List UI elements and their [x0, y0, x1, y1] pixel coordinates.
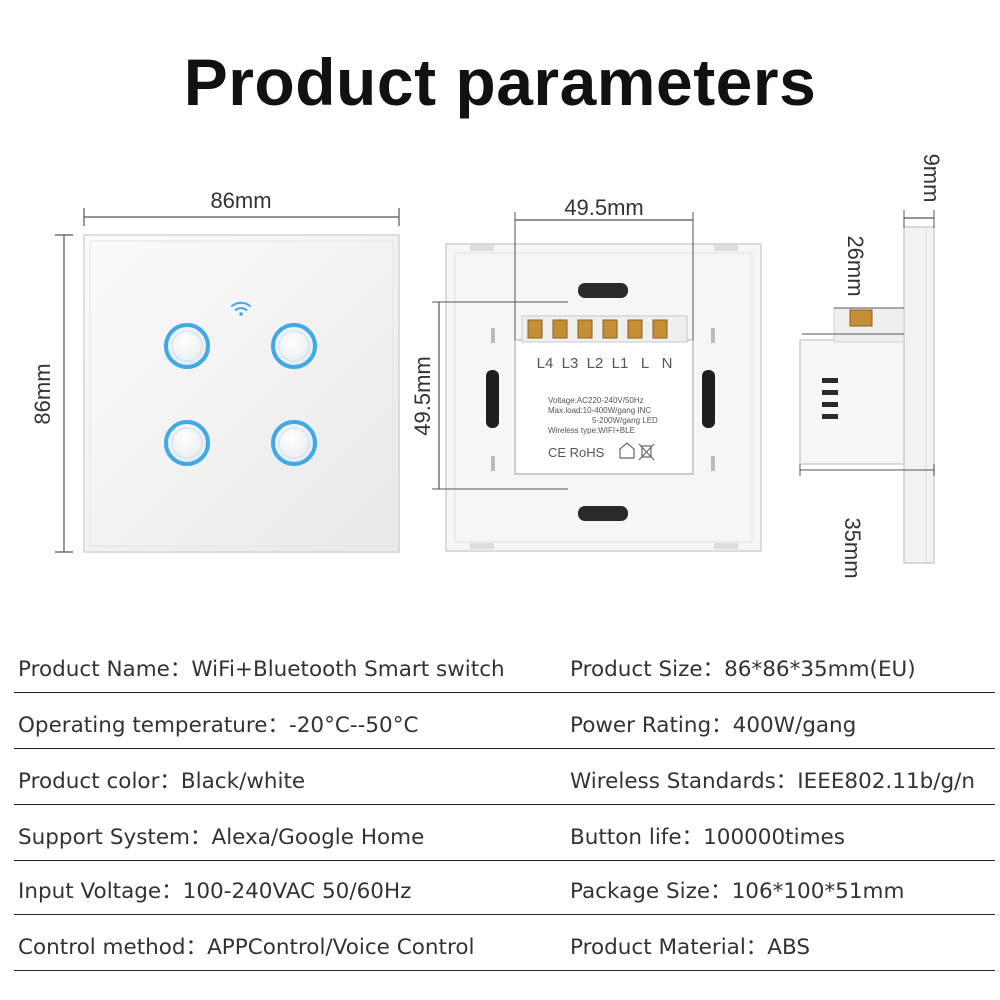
back-view: L4 L3 L2 L1 L N Voltage:AC220-240V/50Hz … — [410, 195, 762, 552]
spec-support-system: Support System：Alexa/Google Home — [18, 825, 425, 850]
side-view: 9mm 26mm 35mm — [799, 154, 944, 579]
touch-button-3 — [164, 420, 210, 466]
touch-button-2 — [271, 323, 317, 369]
side-depth-total-label: 35mm — [840, 517, 865, 578]
spec-row: Product Name：WiFi+Bluetooth Smart switch… — [14, 638, 995, 693]
module-spec-line: Wireless type:WIFI+BLE — [548, 426, 635, 435]
terminal-label: L — [641, 355, 649, 372]
wifi-icon — [231, 301, 251, 316]
spec-product-size: Product Size：86*86*35mm(EU) — [570, 657, 916, 682]
back-height-label: 49.5mm — [410, 356, 435, 435]
front-view: 86mm 86mm — [30, 188, 400, 553]
switch-panel — [83, 234, 400, 553]
touch-button-1 — [164, 323, 210, 369]
spec-row: Product color：Black/white Wireless Stand… — [14, 750, 995, 805]
front-height-label: 86mm — [30, 363, 55, 424]
side-depth-mid-label: 26mm — [843, 235, 868, 296]
module-spec-line: Max.load:10-400W/gang INC — [548, 406, 651, 415]
product-diagram: 86mm 86mm — [30, 154, 944, 579]
terminal-label: L4 — [537, 355, 554, 372]
back-width-label: 49.5mm — [564, 195, 643, 220]
front-width-label: 86mm — [210, 188, 271, 213]
spec-row: Operating temperature：-20°C--50°C Power … — [14, 694, 995, 749]
spec-row: Support System：Alexa/Google Home Button … — [14, 806, 995, 861]
terminal-label: L2 — [587, 355, 604, 372]
terminal-screws — [521, 315, 688, 343]
cert-marks: CE RoHS — [548, 445, 605, 460]
spec-power-rating: Power Rating：400W/gang — [570, 713, 857, 738]
house-icon — [619, 442, 635, 459]
side-panel — [903, 226, 935, 564]
module-spec-line: Voltage:AC220-240V/50Hz — [548, 396, 644, 405]
touch-button-4 — [271, 420, 317, 466]
page-title: Product parameters — [183, 45, 817, 119]
side-depth-top-label: 9mm — [919, 154, 944, 203]
spec-row: Control method：APPControl/Voice Control … — [14, 916, 995, 971]
spec-product-material: Product Material：ABS — [570, 935, 811, 960]
spec-product-color: Product color：Black/white — [18, 769, 306, 794]
spec-package-size: Package Size：106*100*51mm — [570, 879, 905, 904]
spec-row: Input Voltage：100-240VAC 50/60Hz Package… — [14, 860, 995, 915]
spec-wireless-standards: Wireless Standards：IEEE802.11b/g/n — [570, 769, 976, 794]
module-spec-line: 5-200W/gang LED — [592, 416, 658, 425]
terminal-label: L3 — [562, 355, 579, 372]
side-body — [799, 339, 905, 465]
crossed-bin-icon — [638, 443, 655, 461]
spec-button-life: Button life：100000times — [570, 825, 845, 850]
terminal-label: L1 — [612, 355, 629, 372]
spec-control-method: Control method：APPControl/Voice Control — [18, 935, 475, 960]
spec-operating-temperature: Operating temperature：-20°C--50°C — [18, 713, 419, 738]
spec-product-name: Product Name：WiFi+Bluetooth Smart switch — [18, 657, 505, 682]
spec-input-voltage: Input Voltage：100-240VAC 50/60Hz — [18, 879, 412, 904]
terminal-label: N — [662, 355, 673, 372]
